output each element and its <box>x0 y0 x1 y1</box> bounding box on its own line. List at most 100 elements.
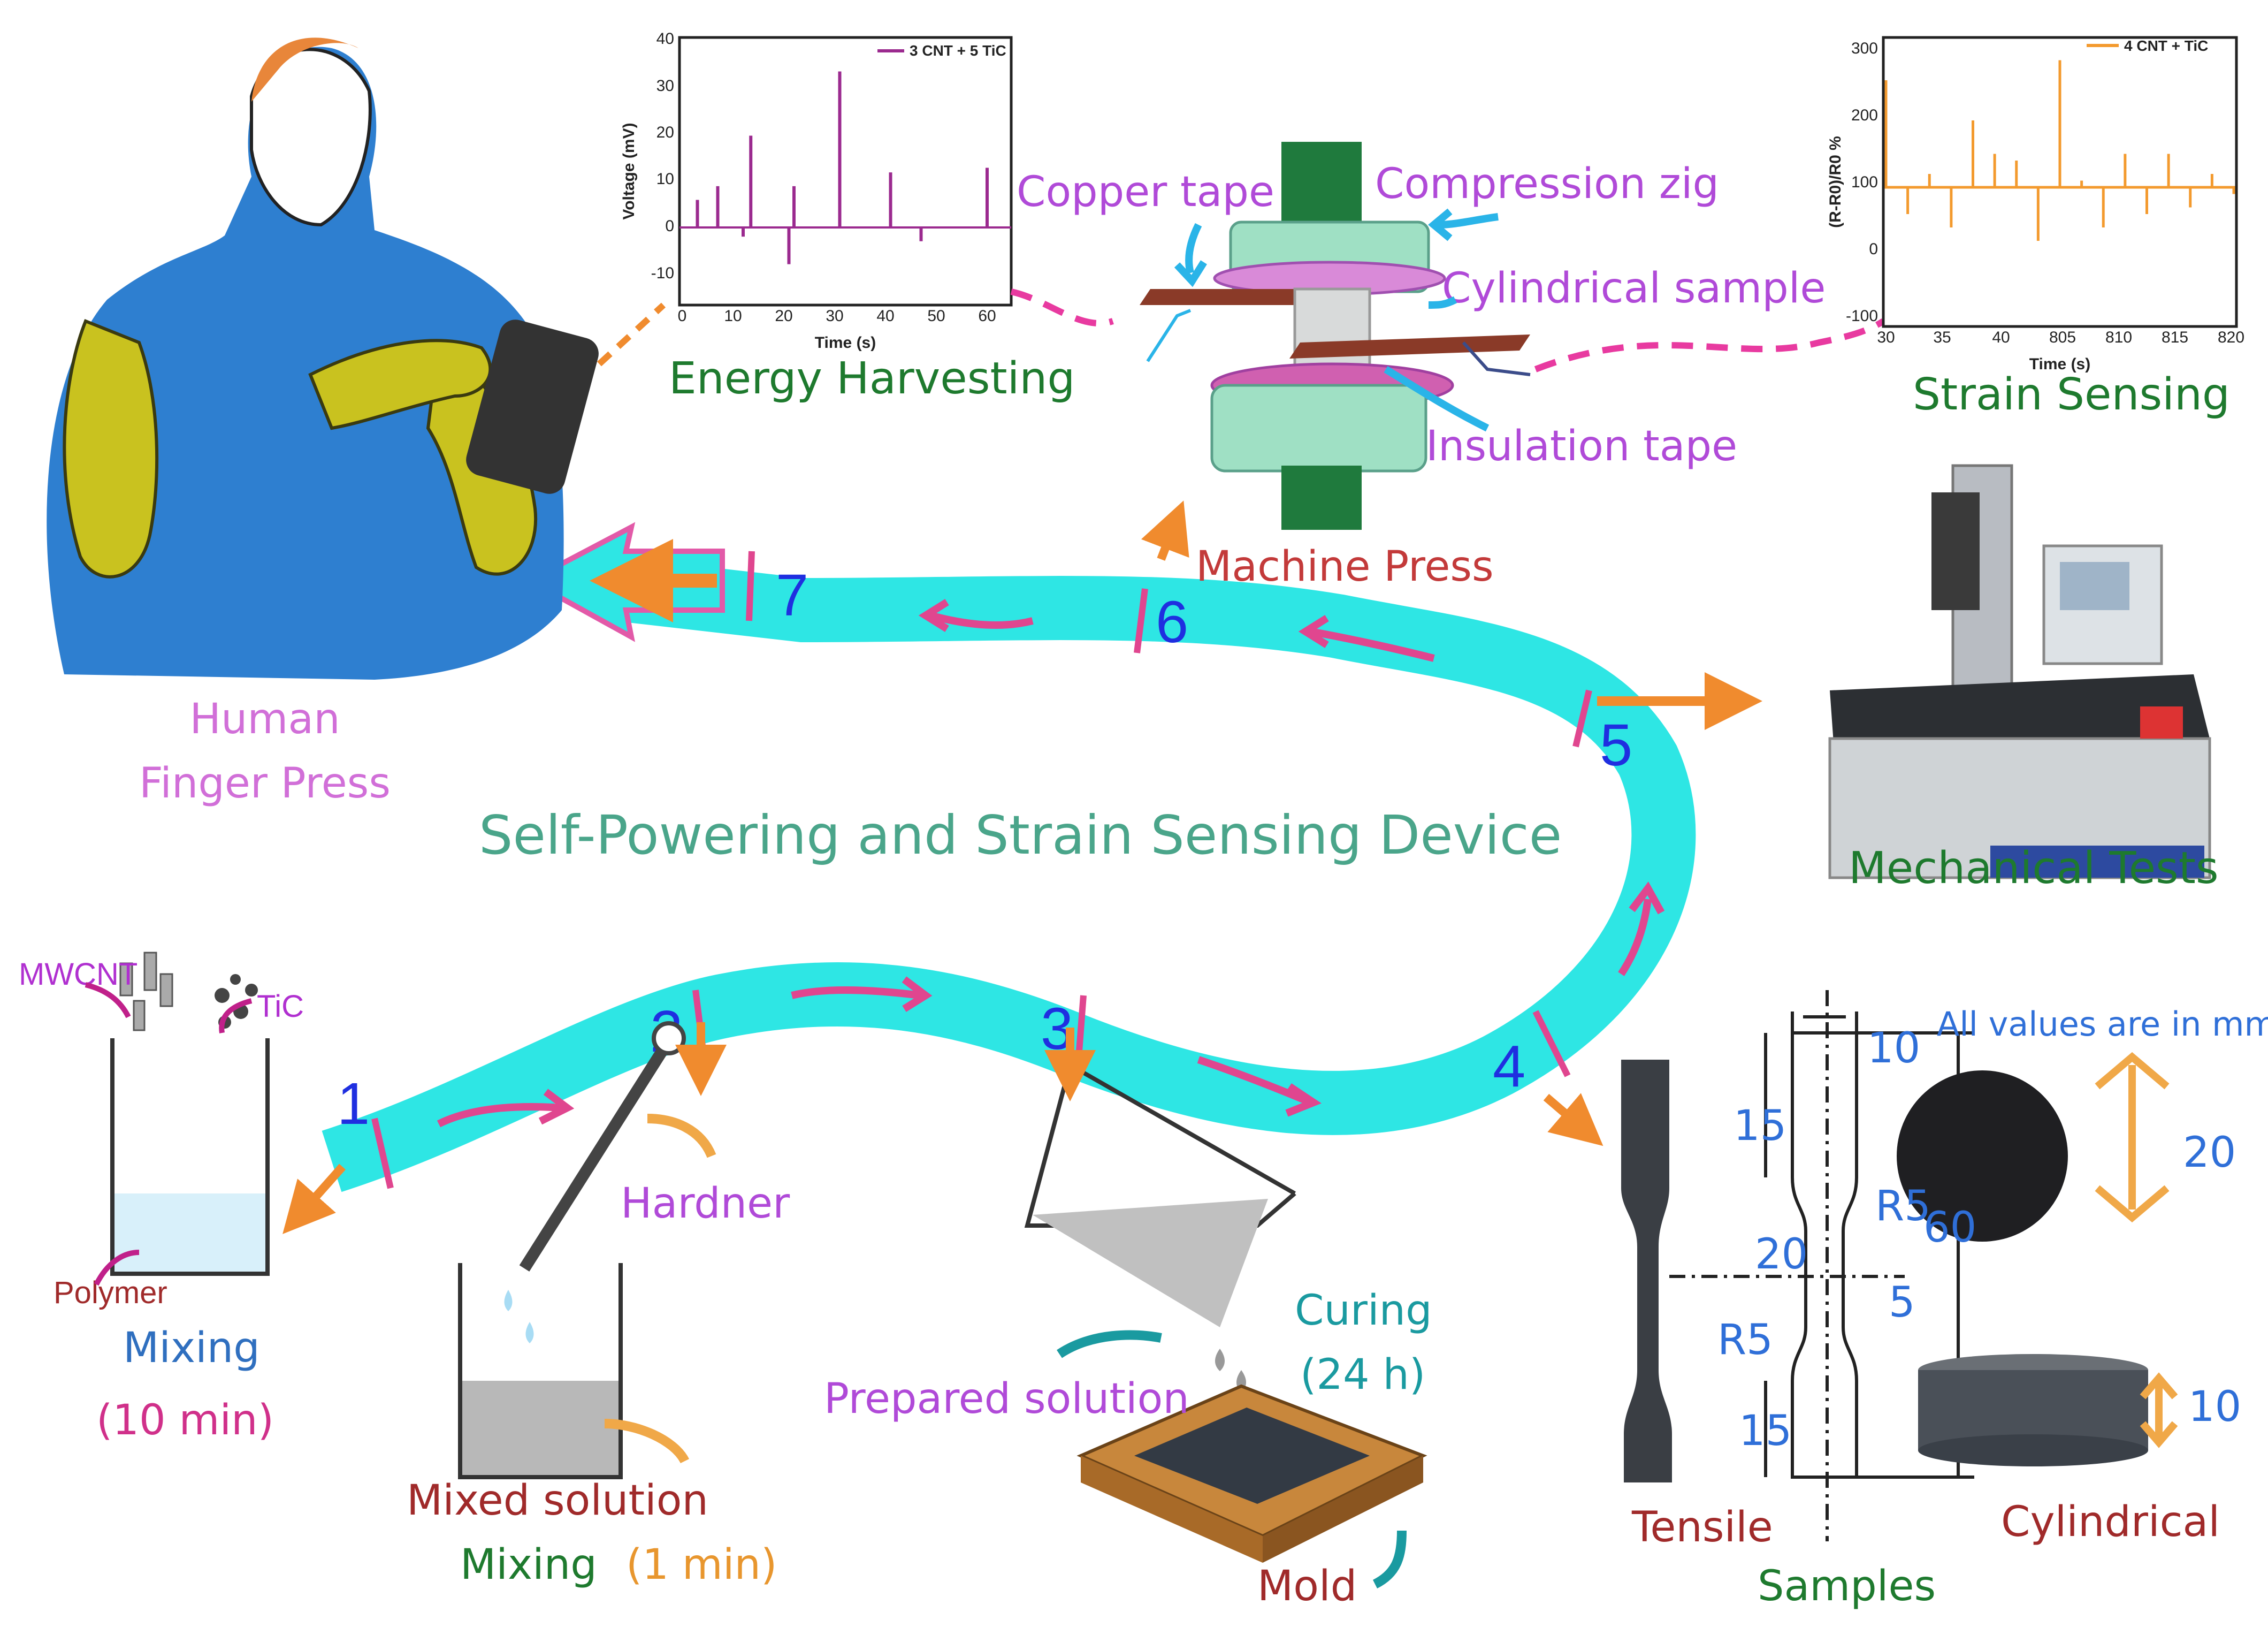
cylinder-samples <box>1897 1070 2148 1466</box>
curing-label: Curing <box>1295 1287 1432 1335</box>
mixing-2-label: Mixing <box>460 1541 597 1589</box>
mixing-label: Mixing <box>123 1324 260 1372</box>
press-labels: Copper tape Compression zig Cylindrical … <box>1017 160 1826 470</box>
mixing-time: (10 min) <box>96 1396 274 1444</box>
energy-xtick: 30 <box>826 307 843 325</box>
energy-xlabel: Time (s) <box>815 334 876 352</box>
energy-label: Energy Harvesting <box>669 353 1075 404</box>
mixed-solution-arrow <box>604 1419 690 1464</box>
human-line1: Human <box>189 695 340 743</box>
cylindrical-label: Cylindrical <box>2001 1498 2220 1546</box>
human-connector <box>597 302 666 367</box>
dim-60-length: 60 <box>1923 1204 1976 1252</box>
energy-ytick: 20 <box>656 124 674 141</box>
step-6-label: 6 <box>1156 589 1188 655</box>
mixing-2-time: (1 min) <box>626 1541 777 1589</box>
strain-ylabel: (R-R0)/R0 % <box>1827 136 1844 228</box>
machine-press-label: Machine Press <box>1196 543 1494 591</box>
copper-tape-label: Copper tape <box>1017 168 1274 216</box>
tensile-specimen <box>1621 1060 1672 1482</box>
dim-15-bottom: 15 <box>1739 1407 1792 1455</box>
step-7-label: 7 <box>776 562 808 628</box>
strain-label: Strain Sensing <box>1913 369 2230 420</box>
human-label: Human Finger Press <box>139 695 391 808</box>
energy-ytick: 40 <box>656 30 674 48</box>
beaker-1 <box>110 952 270 1276</box>
strain-xtick: 815 <box>2162 329 2188 346</box>
energy-ytick: 30 <box>656 77 674 95</box>
energy-ytick: -10 <box>651 264 674 282</box>
step4-arrow <box>1543 1093 1603 1146</box>
curing-time: (24 h) <box>1300 1351 1425 1399</box>
strain-ytick: 100 <box>1851 173 1878 191</box>
mwcnt-label: MWCNT <box>19 957 138 992</box>
energy-xtick: 10 <box>724 307 742 325</box>
strain-ytick: 0 <box>1869 240 1878 258</box>
units-note: All values are in mm <box>1937 1005 2268 1044</box>
strain-xtick: 820 <box>2218 329 2244 346</box>
strain-xtick: 35 <box>1933 329 1951 346</box>
testing-machine <box>1828 464 2211 879</box>
mixed-solution-label: Mixed solution <box>407 1477 708 1525</box>
tensile-drawing <box>1669 990 1974 1541</box>
step-4-label: 4 <box>1493 1033 1525 1099</box>
polymer-label: Polymer <box>54 1275 167 1310</box>
mwcnt-arrow <box>85 982 131 1018</box>
strain-xticks: 30 35 40 805 810 815 820 <box>1877 329 2244 346</box>
insulation-tape-label: Insulation tape <box>1426 422 1737 470</box>
step-1-label: 1 <box>337 1071 370 1137</box>
casting-illustration <box>1024 1063 1427 1563</box>
mixing-labels: MWCNT TiC Polymer <box>19 957 304 1310</box>
dim-15-top: 15 <box>1734 1102 1786 1150</box>
energy-yticks: 40 30 20 10 0 -10 <box>651 30 674 282</box>
mold-label: Mold <box>1257 1562 1357 1610</box>
dim-r5-bottom: R5 <box>1717 1316 1773 1364</box>
energy-plot-frame <box>678 36 1013 307</box>
strain-series-line <box>1884 60 2235 241</box>
prepared-solution-label: Prepared solution <box>824 1375 1189 1423</box>
strain-ytick: -100 <box>1846 307 1878 325</box>
energy-connector <box>1010 288 1114 327</box>
tic-arrow <box>219 998 253 1033</box>
strain-connector <box>1534 318 1885 372</box>
energy-xtick: 60 <box>978 307 996 325</box>
dim-20-gauge: 20 <box>1755 1230 1808 1279</box>
dim-5-width: 5 <box>1889 1279 1915 1327</box>
energy-xtick: 20 <box>775 307 792 325</box>
energy-ytick: 0 <box>665 217 674 235</box>
dim-r5-top: R5 <box>1875 1182 1931 1230</box>
human-figure <box>47 37 599 680</box>
step6-arrow <box>1141 500 1189 561</box>
strain-legend: 4 CNT + TiC <box>2124 37 2208 54</box>
energy-legend: 3 CNT + 5 TiC <box>910 42 1006 59</box>
step1-arrow <box>282 1163 346 1234</box>
strain-xtick: 30 <box>1877 329 1895 346</box>
energy-ytick: 10 <box>656 170 674 188</box>
dim-height-10: 10 <box>2188 1383 2241 1431</box>
energy-xticks: 0 10 20 30 40 50 60 <box>678 307 996 325</box>
dim-diameter-20: 20 <box>2183 1129 2236 1177</box>
diagram-title: Self-Powering and Strain Sensing Device <box>479 804 1562 866</box>
polymer-arrow <box>94 1250 140 1286</box>
mechanical-tests-label: Mechanical Tests <box>1849 843 2219 894</box>
mold-arrow <box>1372 1530 1407 1589</box>
strain-chart: 4 CNT + TiC 300 200 100 0 -100 30 35 40 … <box>1827 36 2244 373</box>
strain-ytick: 200 <box>1851 107 1878 124</box>
strain-xtick: 40 <box>1992 329 2010 346</box>
cylinder-dim-arrows <box>2095 1052 2178 1448</box>
strain-xlabel: Time (s) <box>2029 355 2090 373</box>
step-5-label: 5 <box>1600 712 1632 778</box>
prepared-solution-arrow <box>1057 1330 1162 1358</box>
copper-lead-wire <box>1146 309 1192 362</box>
hardener-arrow <box>647 1114 716 1158</box>
flow-arrows <box>437 599 1665 1128</box>
insulation-lead-wire <box>1462 341 1531 376</box>
phone-device <box>466 320 599 494</box>
dimension-labels: 10 15 R5 20 60 5 R5 15 20 10 <box>1717 1024 2241 1455</box>
energy-xtick: 40 <box>876 307 894 325</box>
energy-chart: 3 CNT + 5 TiC 40 30 20 10 0 -10 0 10 20 … <box>620 30 1013 352</box>
strain-yticks: 300 200 100 0 -100 <box>1846 40 1878 325</box>
strain-xtick: 810 <box>2105 329 2132 346</box>
tic-label: TiC <box>257 989 304 1024</box>
strain-xtick: 805 <box>2049 329 2076 346</box>
